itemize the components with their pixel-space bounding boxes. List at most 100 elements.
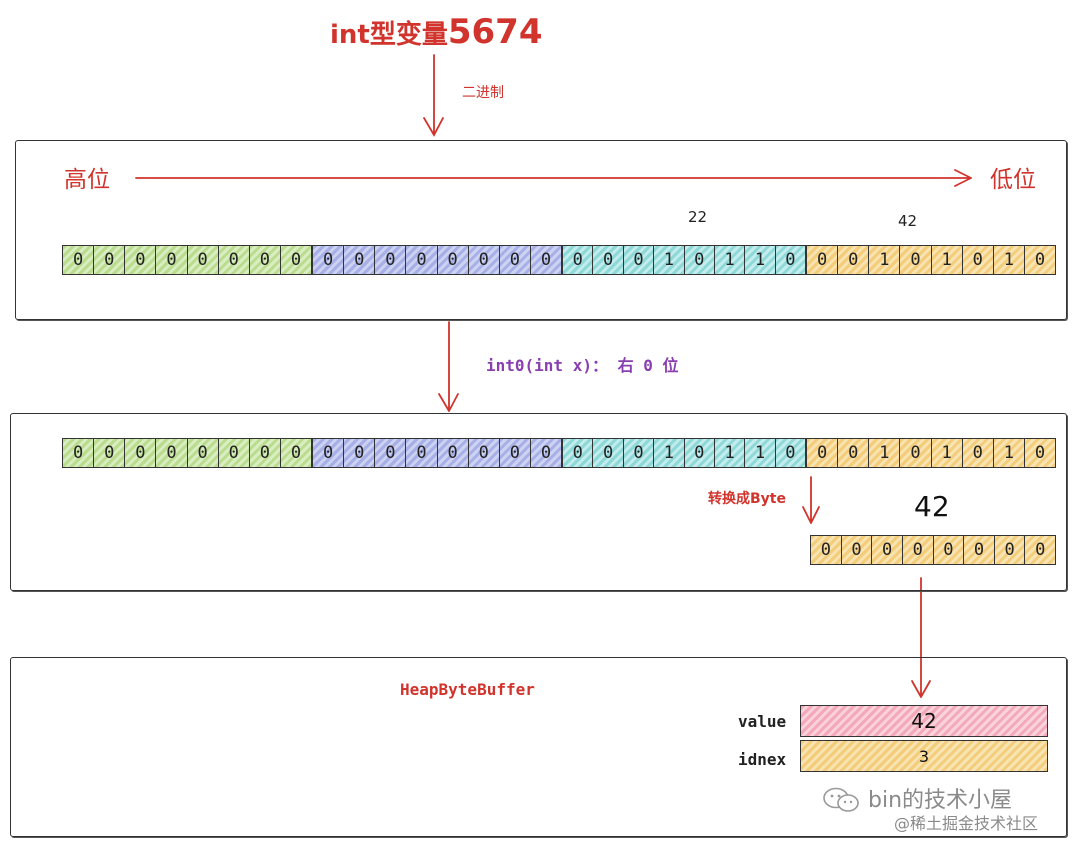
- bit-cell: 1: [994, 439, 1025, 467]
- bit-cell: 0: [63, 246, 95, 274]
- watermark-line2: @稀土掘金技术社区: [894, 814, 1039, 833]
- bit-cell: 0: [188, 246, 219, 274]
- bit-cell: 0: [838, 439, 870, 467]
- bit-cell: 0: [593, 246, 624, 274]
- bit-cell: 1: [715, 439, 746, 467]
- bit-cell: 0: [685, 439, 715, 467]
- bit-cell: 0: [842, 536, 873, 564]
- index-field-label: idnex: [738, 750, 787, 769]
- bit-cell: 0: [1035, 540, 1046, 560]
- value-field: 42: [800, 705, 1048, 737]
- bit-cell: 0: [438, 439, 469, 467]
- low-bit-label: 低位: [990, 167, 1036, 193]
- bit-cell: 1: [654, 439, 685, 467]
- index-field: 3: [800, 740, 1048, 772]
- bit-cell: 0: [125, 246, 157, 274]
- bit-cell: 0: [500, 246, 531, 274]
- bit-cell: 1: [932, 439, 963, 467]
- wechat-icon: [823, 787, 859, 812]
- int0-label: int0(int x)： 右 0 位: [486, 356, 679, 375]
- byte-label-22: 22: [688, 208, 708, 226]
- bit-cell: 0: [1034, 250, 1046, 270]
- arrow-int0: [438, 321, 459, 412]
- bit-cell: 0: [963, 246, 994, 274]
- bit-cell: 0: [1034, 443, 1046, 463]
- bit-cell: 0: [219, 439, 250, 467]
- bit-cell: 0: [344, 439, 376, 467]
- bit-cell: 0: [313, 439, 345, 467]
- bit-cell: 0: [540, 250, 552, 270]
- arrow-convert: [802, 476, 820, 524]
- title-prefix: int型变量: [330, 20, 448, 50]
- index-text: 3: [918, 746, 930, 766]
- convert-byte-label: 转换成Byte: [708, 491, 786, 507]
- bit-cell: 1: [745, 246, 776, 274]
- bit-cell: 0: [94, 439, 126, 467]
- bit-cell: 1: [869, 246, 901, 274]
- bit-cell: 0: [344, 246, 376, 274]
- bit-cell: 0: [900, 439, 932, 467]
- bit-cell: 0: [624, 439, 655, 467]
- bit-cell: 0: [563, 439, 594, 467]
- title-number: 5674: [447, 12, 543, 52]
- bit-cell: 0: [811, 536, 842, 564]
- bit-cell: 0: [500, 439, 531, 467]
- bit-cell: 0: [624, 246, 655, 274]
- heapbytebuffer-title: HeapByteBuffer: [400, 680, 535, 699]
- bit-cell: 0: [995, 536, 1026, 564]
- bit-cell: 0: [469, 246, 500, 274]
- bit-cell: 0: [188, 439, 219, 467]
- bit-cell: 0: [903, 536, 934, 564]
- bit-cell: 0: [406, 246, 438, 274]
- bit-cell: 0: [290, 250, 302, 270]
- bit-cell: 0: [785, 443, 796, 463]
- arrow-to-value: [911, 577, 931, 698]
- arrow-high-to-low: [135, 169, 972, 187]
- bit-cell: 0: [313, 246, 345, 274]
- bit-cell: 1: [869, 439, 901, 467]
- byte-label-42: 42: [898, 212, 918, 230]
- binary-label: 二进制: [462, 85, 504, 101]
- high-bit-label: 高位: [64, 167, 110, 193]
- value-field-label: value: [738, 712, 787, 731]
- bit-cell: 0: [807, 246, 839, 274]
- bit-cell: 0: [563, 246, 594, 274]
- bit-cell: 0: [469, 439, 500, 467]
- watermark: bin的技术小屋 @稀土掘金技术社区: [822, 782, 1072, 838]
- bit-cell: 0: [406, 439, 438, 467]
- bit-cell: 0: [438, 246, 469, 274]
- bit-cell: 0: [964, 536, 995, 564]
- bit-cell: 0: [934, 536, 965, 564]
- bit-cell: 0: [540, 443, 552, 463]
- bit-cell: 0: [375, 246, 407, 274]
- bit-cell: 0: [94, 246, 126, 274]
- bit-cell: 0: [785, 250, 796, 270]
- bit-cell: 0: [593, 439, 624, 467]
- bit-cell: 0: [900, 246, 932, 274]
- bit-cell: 0: [375, 439, 407, 467]
- diagram-title: int型变量5674: [330, 12, 543, 55]
- bit-cell: 1: [715, 246, 746, 274]
- arrow-binary: [423, 54, 444, 137]
- bit-cell: 0: [872, 536, 903, 564]
- bit-cell: 0: [125, 439, 157, 467]
- panel-shift: [10, 413, 1067, 591]
- bit-cell: 1: [932, 246, 963, 274]
- bit-cell: 0: [156, 246, 188, 274]
- bit-cell: 0: [685, 246, 715, 274]
- watermark-line1: bin的技术小屋: [868, 788, 1013, 813]
- bit-cell: 0: [807, 439, 839, 467]
- bit-cell: 1: [654, 246, 685, 274]
- panel-heapbytebuffer: [10, 657, 1067, 837]
- bit-cell: 0: [219, 246, 250, 274]
- bit-cell: 0: [963, 439, 994, 467]
- bit-cell: 1: [994, 246, 1025, 274]
